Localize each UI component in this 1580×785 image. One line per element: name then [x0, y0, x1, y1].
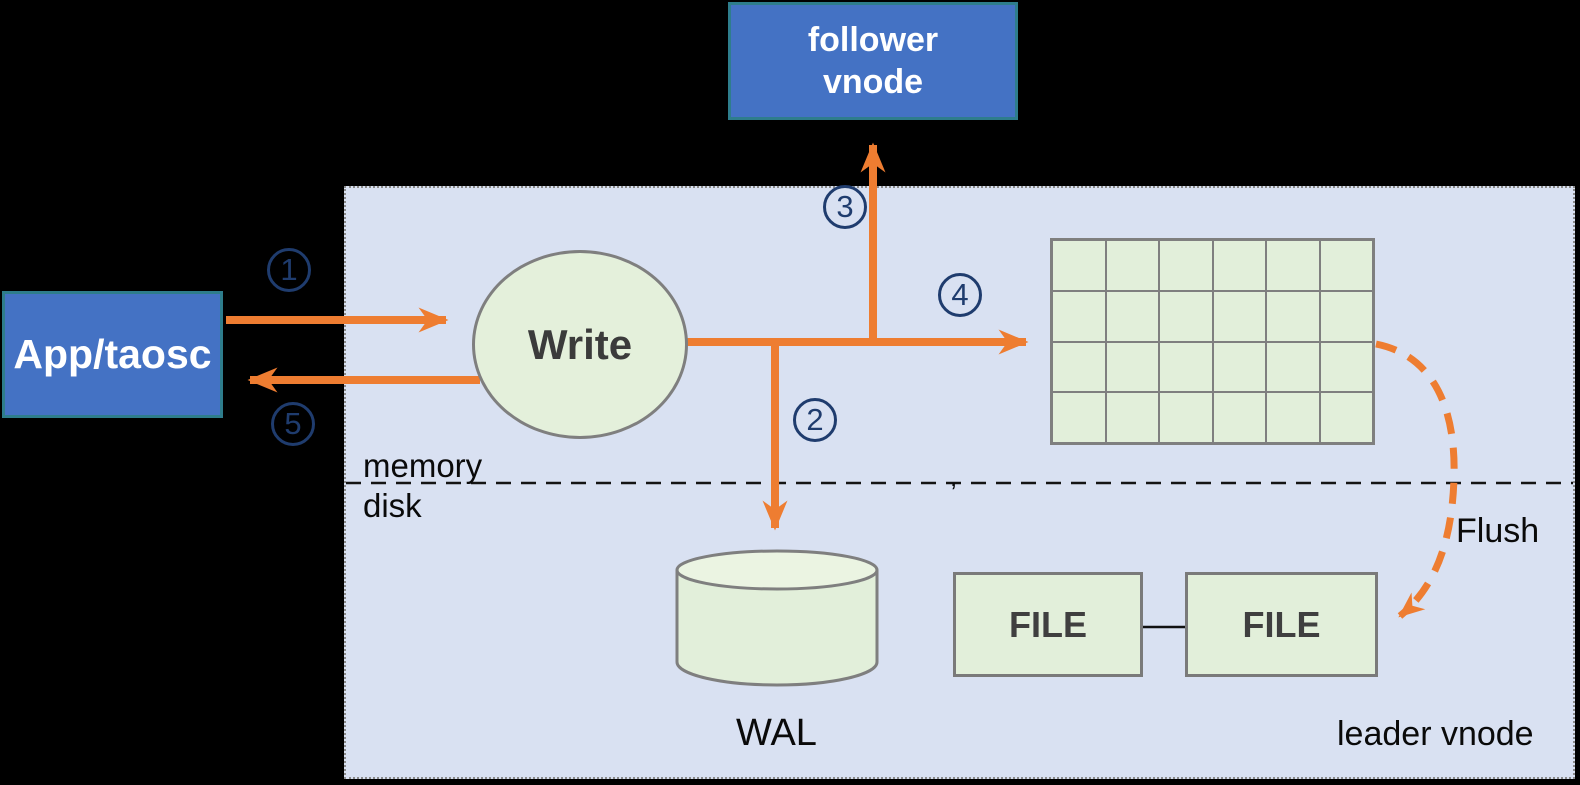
- follower-vnode-label-line1: follower: [807, 20, 939, 59]
- follower-vnode-label-line2: vnode: [822, 63, 924, 101]
- memtable-cell: [1159, 290, 1213, 342]
- memtable-cell: [1319, 392, 1373, 443]
- memtable-cell: [1212, 290, 1266, 342]
- follower-vnode-node: follower vnode: [728, 2, 1018, 120]
- app-taosc-node: App/taosc: [2, 291, 223, 418]
- memtable-cell: [1319, 240, 1373, 291]
- step-badge-1: 1: [267, 248, 311, 292]
- file-box-1: FILE: [953, 572, 1143, 677]
- file-box-2: FILE: [1185, 572, 1378, 677]
- memtable-cell: [1266, 240, 1320, 291]
- memtable-cell: [1212, 240, 1266, 291]
- memtable-cell: [1266, 392, 1320, 443]
- memtable-cell: [1319, 290, 1373, 342]
- memtable-cell: [1212, 341, 1266, 393]
- memtable-cell: [1266, 341, 1320, 393]
- memtable-cell: [1052, 341, 1106, 393]
- write-label: Write: [527, 320, 633, 368]
- memtable-cell: [1105, 290, 1159, 342]
- file-box-2-label: FILE: [1242, 603, 1321, 645]
- memtable-cell: [1105, 392, 1159, 443]
- flush-label: Flush: [1456, 512, 1540, 550]
- file-box-1-label: FILE: [1009, 603, 1087, 645]
- memtable-cell: [1105, 240, 1159, 291]
- disk-label: disk: [363, 487, 422, 524]
- memtable-cell: [1159, 240, 1213, 291]
- memtable-cell: [1052, 392, 1106, 443]
- step-badge-5: 5: [271, 402, 315, 446]
- memtable-grid: [1050, 238, 1375, 445]
- step-badge-4: 4: [938, 273, 982, 317]
- memtable-cell: [1212, 392, 1266, 443]
- app-taosc-label: App/taosc: [13, 330, 212, 377]
- step-badge-3: 3: [823, 185, 867, 229]
- memtable-cell: [1266, 290, 1320, 342]
- memory-label: memory: [363, 447, 483, 484]
- memtable-cell: [1159, 341, 1213, 393]
- memtable-cell: [1105, 341, 1159, 393]
- leader-vnode-label: leader vnode: [1337, 715, 1534, 753]
- stray-comma-mark: ,: [950, 462, 958, 492]
- memtable-cell: [1052, 290, 1106, 342]
- write-node: Write: [472, 250, 688, 439]
- wal-label: WAL: [736, 712, 817, 754]
- memtable-cell: [1052, 240, 1106, 291]
- step-badge-2: 2: [793, 398, 837, 442]
- memtable-cell: [1159, 392, 1213, 443]
- memtable-cell: [1319, 341, 1373, 393]
